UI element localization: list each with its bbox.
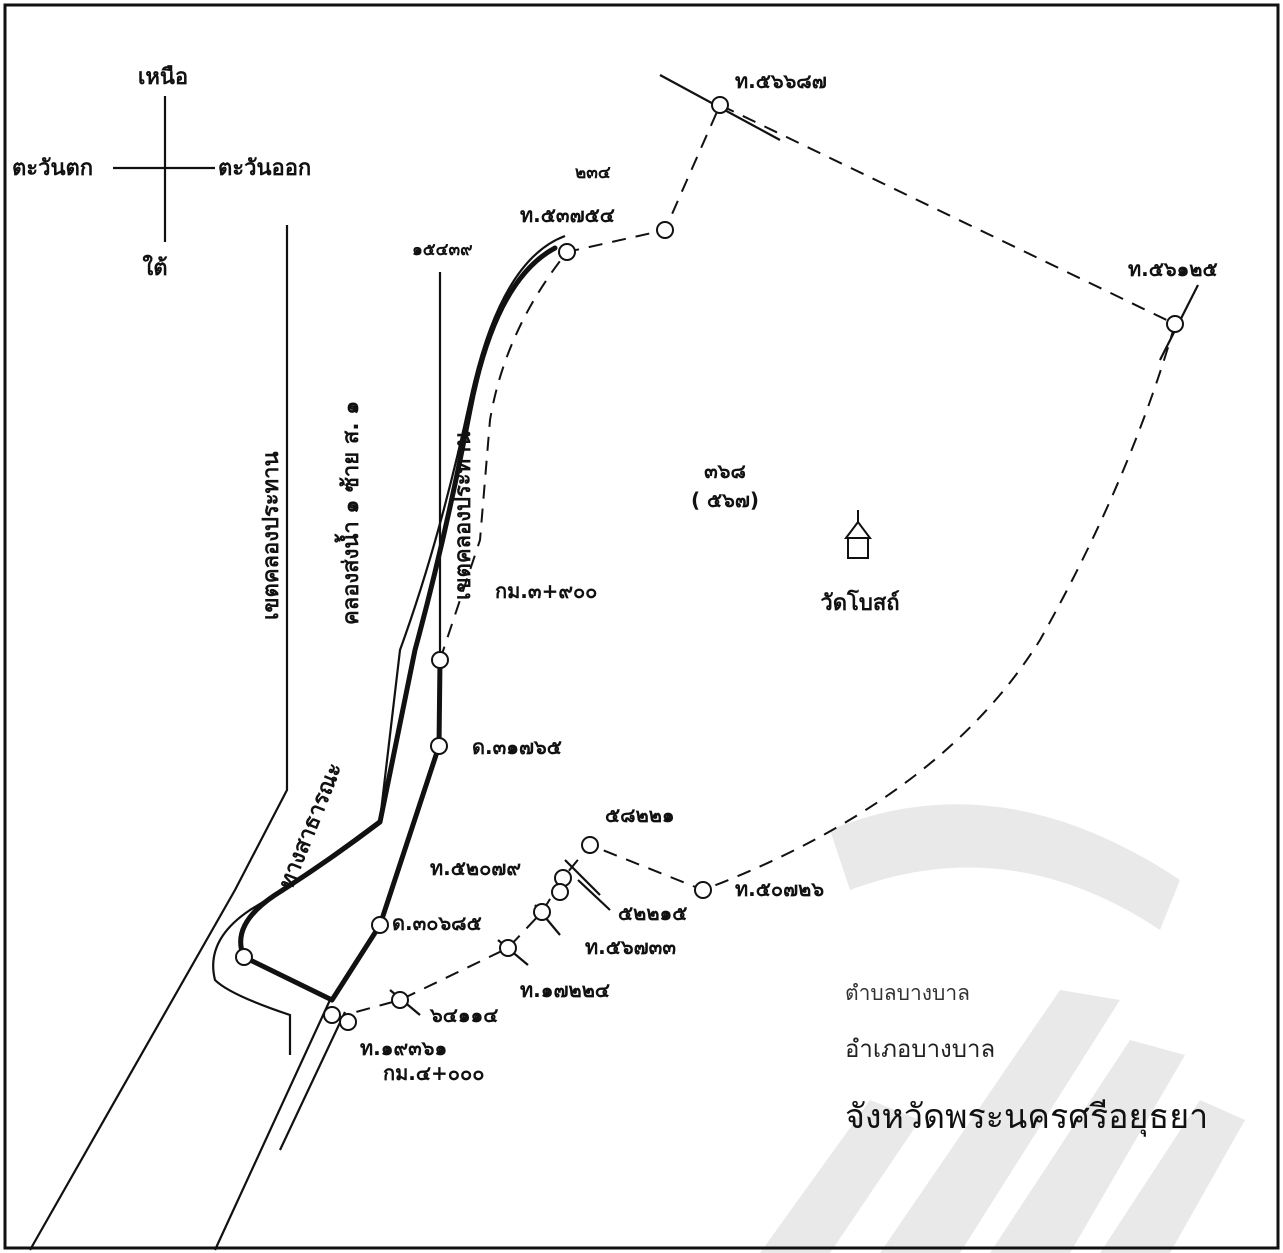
point-label: ๖๔๑๑๔ [429,1003,498,1027]
compass-west-label: ตะวันตก [12,156,93,181]
compass-rose: เหนือ ใต้ ตะวันตก ตะวันออก [12,65,311,281]
survey-point [499,939,517,957]
km-marker-top: กม.๓+๙๐๐ [495,579,597,603]
survey-point [371,916,389,934]
temple-name: วัดโบสถ์ [820,589,899,616]
point-label: ๕๒๒๑๕ [618,901,687,925]
compass-east-label: ตะวันออก [218,156,311,181]
point-label: ๑๕๔๓๙ [412,240,473,260]
survey-point [430,737,448,755]
point-label: ด.๓๐๖๘๕ [392,911,482,935]
location-province: จังหวัดพระนครศรีอยุธยา [845,1097,1208,1137]
survey-point [533,903,551,921]
canal-left-label: เขตคลองประทาน [259,452,284,621]
irrigation-canal-label: คลองส่งน้ำ ๑ ซ้าย ส. ๑ [334,401,364,625]
point-label: ด.๓๑๗๖๕ [472,735,562,759]
survey-point [431,651,449,669]
point-label: ท.๑๗๒๒๔ [520,978,610,1002]
location-subdistrict: ตำบลบางบาล [845,981,970,1005]
point-label: ๕๘๒๒๑ [605,803,675,827]
point-label: ท.๑๙๓๖๑ [360,1036,447,1060]
parcel-number: ๓๖๘ [704,459,746,483]
point-label: ท.๕๒๐๗๙ [430,856,521,880]
map-frame [3,3,1280,1250]
point-label: ท.๕๖๗๓๓ [585,935,676,959]
canal-right-label: เขตคลองประทาน [451,432,476,601]
survey-point [339,1013,357,1031]
parcel-boundary [344,103,1177,1016]
survey-point [235,948,253,966]
km-marker-bottom: กม.๔+๐๐๐ [383,1061,484,1085]
survey-point [656,221,674,239]
point-label: ท.๕๖๑๒๕ [1128,257,1218,281]
survey-point [694,881,712,899]
point-label: ท.๕๖๖๘๗ [735,69,827,93]
survey-point [581,836,599,854]
survey-point [551,883,569,901]
watermark-logo [760,804,1245,1253]
point-label: ๒๓๔ [575,163,611,183]
survey-point [391,991,409,1009]
parcel-sub-number: ( ๕๖๗) [691,488,759,512]
survey-points [235,96,1184,1031]
compass-south-label: ใต้ [142,254,167,281]
point-label: ท.๕๐๗๒๖ [735,877,824,901]
survey-point [1166,315,1184,333]
survey-point [323,1006,341,1024]
survey-point [711,96,729,114]
location-district: อำเภอบางบาล [845,1035,995,1063]
temple-icon [844,510,872,559]
survey-point [558,243,576,261]
road-boundary [238,245,558,1003]
compass-north-label: เหนือ [138,65,188,90]
point-label: ท.๕๓๗๕๔ [520,203,615,227]
